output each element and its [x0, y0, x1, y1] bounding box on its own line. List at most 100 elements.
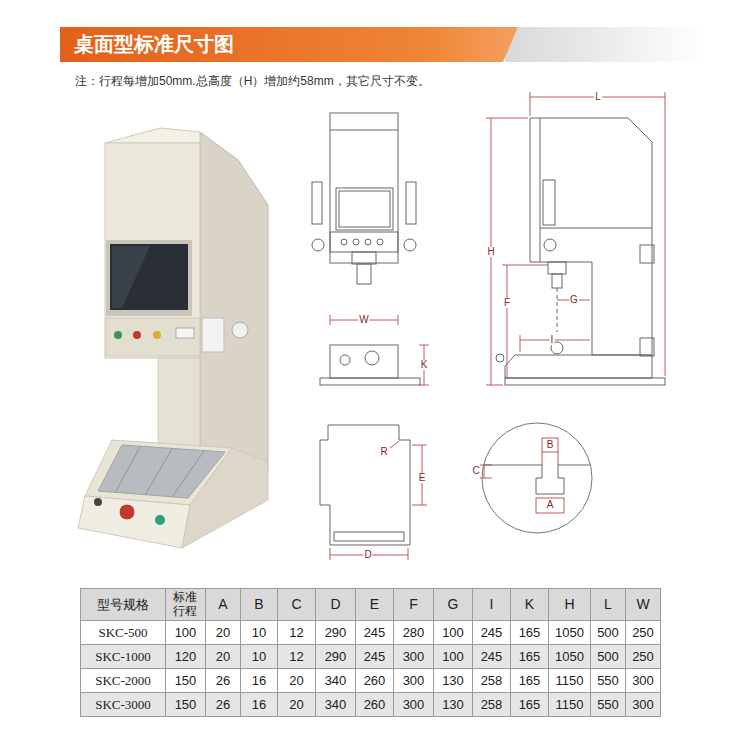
dimension-line: [520, 340, 590, 341]
extension-line: [665, 92, 666, 376]
table-cell: 16: [241, 693, 278, 717]
table-cell: 300: [394, 693, 434, 717]
table-header: A: [218, 597, 227, 612]
dimension-box: [542, 438, 558, 452]
table-value: 300: [632, 674, 654, 688]
table-cell: C: [278, 589, 316, 621]
table-cell: L: [591, 589, 626, 621]
button: [153, 331, 161, 339]
table-value: 245: [364, 650, 386, 664]
table-cell: 300: [626, 669, 661, 693]
dimension-letter: K: [420, 360, 429, 370]
table-cell: 型号规格: [81, 589, 166, 621]
table-value: SKC-1000: [95, 650, 151, 664]
table-cell: 12: [278, 621, 316, 645]
table-value: 1150: [556, 674, 584, 688]
outline: [540, 228, 652, 229]
table-value: 10: [252, 626, 266, 640]
front-view: [312, 113, 420, 385]
table-cell: 500: [591, 645, 626, 669]
note: 注：行程每增加50mm.总高度（H）增加约58mm，其它尺寸不变。: [75, 73, 430, 90]
outline: [540, 118, 541, 262]
table-cell: 20: [278, 693, 316, 717]
table-value: SKC-2000: [95, 674, 151, 688]
dimension-letter: I: [550, 335, 555, 345]
table-cell: 165: [511, 621, 549, 645]
tick: [408, 548, 409, 560]
table-cell: 130: [434, 669, 473, 693]
screen-outline: [336, 188, 393, 230]
table-value: 550: [597, 674, 619, 688]
dimension-letter: E: [418, 473, 427, 483]
table-cell: 300: [626, 693, 661, 717]
table-header: L: [604, 597, 612, 612]
table-value: 10: [252, 650, 266, 664]
button: [365, 239, 371, 245]
table-cell: 245: [473, 621, 511, 645]
table-cell: 258: [473, 669, 511, 693]
knob: [312, 239, 324, 251]
dimension-line: [484, 465, 485, 478]
bracket: [640, 338, 654, 356]
band-fade: [505, 27, 705, 62]
table-value: 260: [364, 698, 386, 712]
extension-line: [558, 452, 559, 465]
tick: [419, 385, 429, 386]
button: [340, 355, 350, 365]
table-cell: 340: [316, 669, 356, 693]
table-cell: 500: [591, 621, 626, 645]
table-header: 标准 行程: [172, 591, 198, 617]
table-value: 130: [442, 698, 464, 712]
table-value: 1050: [555, 650, 584, 664]
table-cell: 100: [434, 621, 473, 645]
knob: [496, 354, 504, 362]
button-panel: [106, 318, 200, 356]
table-row: SKC-500100201012290245280100245165105050…: [81, 621, 661, 645]
button: [94, 498, 102, 506]
table-cell: 150: [166, 693, 206, 717]
extension-line: [486, 385, 503, 386]
table-value: 550: [597, 698, 619, 712]
table-cell: 250: [626, 645, 661, 669]
base-outline: [330, 345, 398, 378]
table-cell: 10: [241, 645, 278, 669]
table-cell: 16: [241, 669, 278, 693]
base-front: [78, 496, 190, 548]
t-slot-detail: [482, 423, 592, 533]
table-cell: 165: [511, 693, 549, 717]
table-cell: D: [316, 589, 356, 621]
table-cell: F: [394, 589, 434, 621]
tick: [398, 315, 399, 325]
table-value: 260: [364, 674, 386, 688]
table-cell: 245: [356, 645, 394, 669]
table-cell: 260: [356, 693, 394, 717]
table-cell: SKC-500: [81, 621, 166, 645]
table-cell: 280: [394, 621, 434, 645]
usb-plate: [176, 328, 194, 338]
table-cell: 300: [394, 669, 434, 693]
plate-outline: [505, 378, 665, 385]
table-value: 165: [519, 650, 541, 664]
table-value: 250: [632, 626, 654, 640]
table-value: SKC-3000: [95, 698, 151, 712]
table-cell: 290: [316, 621, 356, 645]
dimension-box: [536, 498, 564, 513]
table-value: 165: [519, 674, 541, 688]
extension-line: [530, 92, 531, 116]
extension-line: [486, 118, 528, 119]
head-outline: [330, 113, 398, 263]
table-cell: SKC-2000: [81, 669, 166, 693]
table-row: SKC-100012020101229024530010024516510505…: [81, 645, 661, 669]
table-value: 245: [364, 626, 386, 640]
handle: [543, 180, 555, 225]
table-cell: A: [206, 589, 241, 621]
table-cell: 1050: [549, 645, 591, 669]
table-header: I: [490, 597, 494, 612]
table-cell: 1050: [549, 621, 591, 645]
table-cell: 10: [241, 621, 278, 645]
table-outline: [320, 425, 410, 545]
table-value: 340: [325, 698, 347, 712]
table-value: 16: [252, 698, 266, 712]
screen-glare: [112, 246, 150, 308]
table-header: W: [636, 597, 649, 612]
